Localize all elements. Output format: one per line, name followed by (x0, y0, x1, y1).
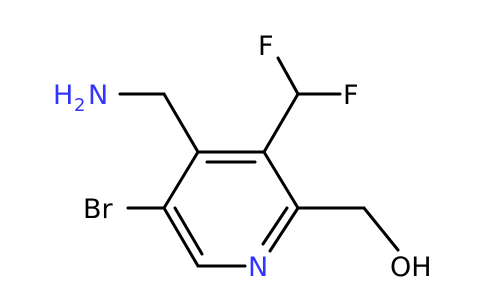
bond-ch2-oh (362, 206, 400, 252)
amine-h-subscript: 2 (74, 95, 85, 116)
fluorine-label-2: F (343, 80, 359, 111)
bond-c3-c2 (262, 150, 300, 210)
bonds (118, 56, 400, 268)
hydroxyl-label: OH (390, 252, 432, 283)
bond-c3-chf2 (262, 92, 300, 154)
bond-c6-c5 (162, 206, 200, 268)
bond-c2-n (268, 206, 300, 253)
bond-c2-n-inner (261, 206, 289, 246)
bromine-label: Br (83, 194, 114, 225)
bond-c4-ch2 (162, 92, 200, 154)
bond-chf2-f1 (276, 56, 300, 96)
amine-h-label: H (53, 80, 73, 111)
ring-nitrogen-label: N (248, 252, 268, 283)
bond-c6-c5-inner (173, 206, 204, 256)
atom-labels: F F H 2 N Br N OH (53, 31, 432, 283)
amine-n-label: N (88, 80, 108, 111)
fluorine-label-1: F (258, 31, 274, 62)
bond-c5-c4 (162, 150, 200, 210)
